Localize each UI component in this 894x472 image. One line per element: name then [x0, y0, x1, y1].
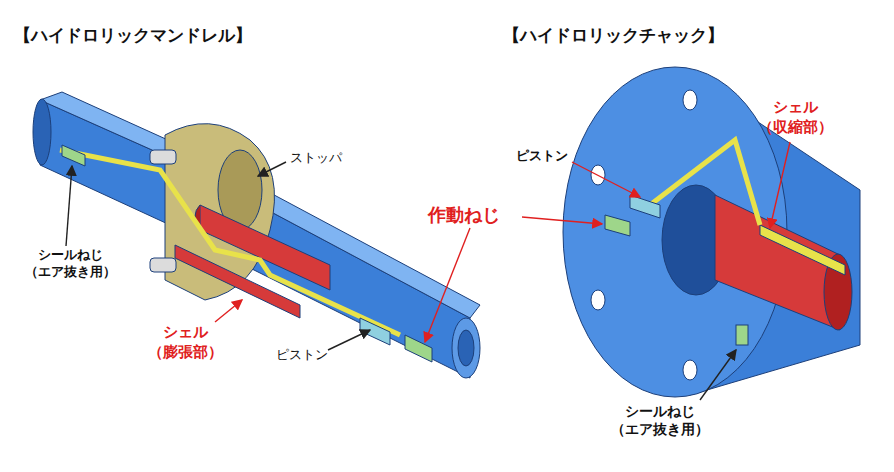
figure-title: 【ハイドロリックマンドレル】 [14, 24, 252, 46]
part-label: シェル （膨張部） [135, 323, 235, 362]
part-label: シールねじ （エア抜き用） [600, 402, 720, 438]
leader-lines [66, 142, 790, 400]
figure-title: 【ハイドロリックチャック】 [503, 24, 724, 46]
part-label: ピストン [516, 148, 568, 165]
part-label: シェル （収縮部） [745, 98, 845, 137]
chuck-figure [563, 67, 860, 397]
part-label: ストッパ [290, 150, 342, 167]
mandrel-figure [33, 92, 480, 378]
part-label: シールねじ （エア抜き用） [15, 247, 125, 281]
part-label: ピストン [276, 347, 328, 364]
part-label: 作動ねじ [428, 203, 500, 226]
